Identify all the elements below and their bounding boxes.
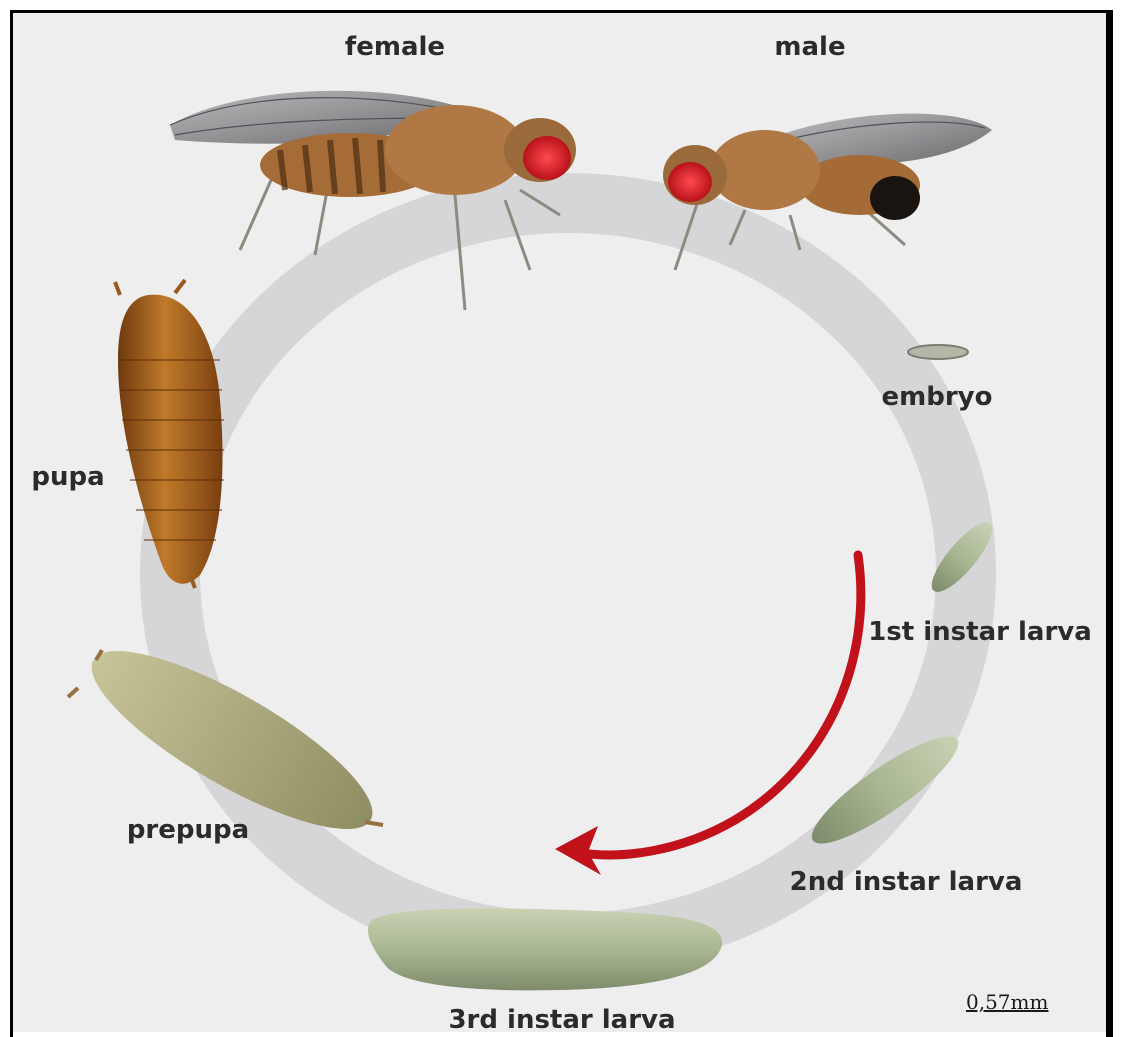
label-second-instar-larva: 2nd instar larva <box>790 867 1023 897</box>
third-instar-larva-image <box>368 908 722 990</box>
frame-left-border <box>10 10 13 1037</box>
scale-bar-label: 0,57mm <box>966 990 1048 1014</box>
label-pupa: pupa <box>31 462 104 492</box>
embryo-image <box>908 345 968 359</box>
label-embryo: embryo <box>882 382 993 412</box>
frame-top-border <box>10 10 1112 13</box>
label-female: female <box>345 32 445 62</box>
label-first-instar-larva: 1st instar larva <box>868 617 1092 647</box>
frame-right-border <box>1106 10 1113 1037</box>
label-third-instar-larva: 3rd instar larva <box>448 1005 675 1035</box>
label-prepupa: prepupa <box>127 815 249 845</box>
label-male: male <box>774 32 845 62</box>
